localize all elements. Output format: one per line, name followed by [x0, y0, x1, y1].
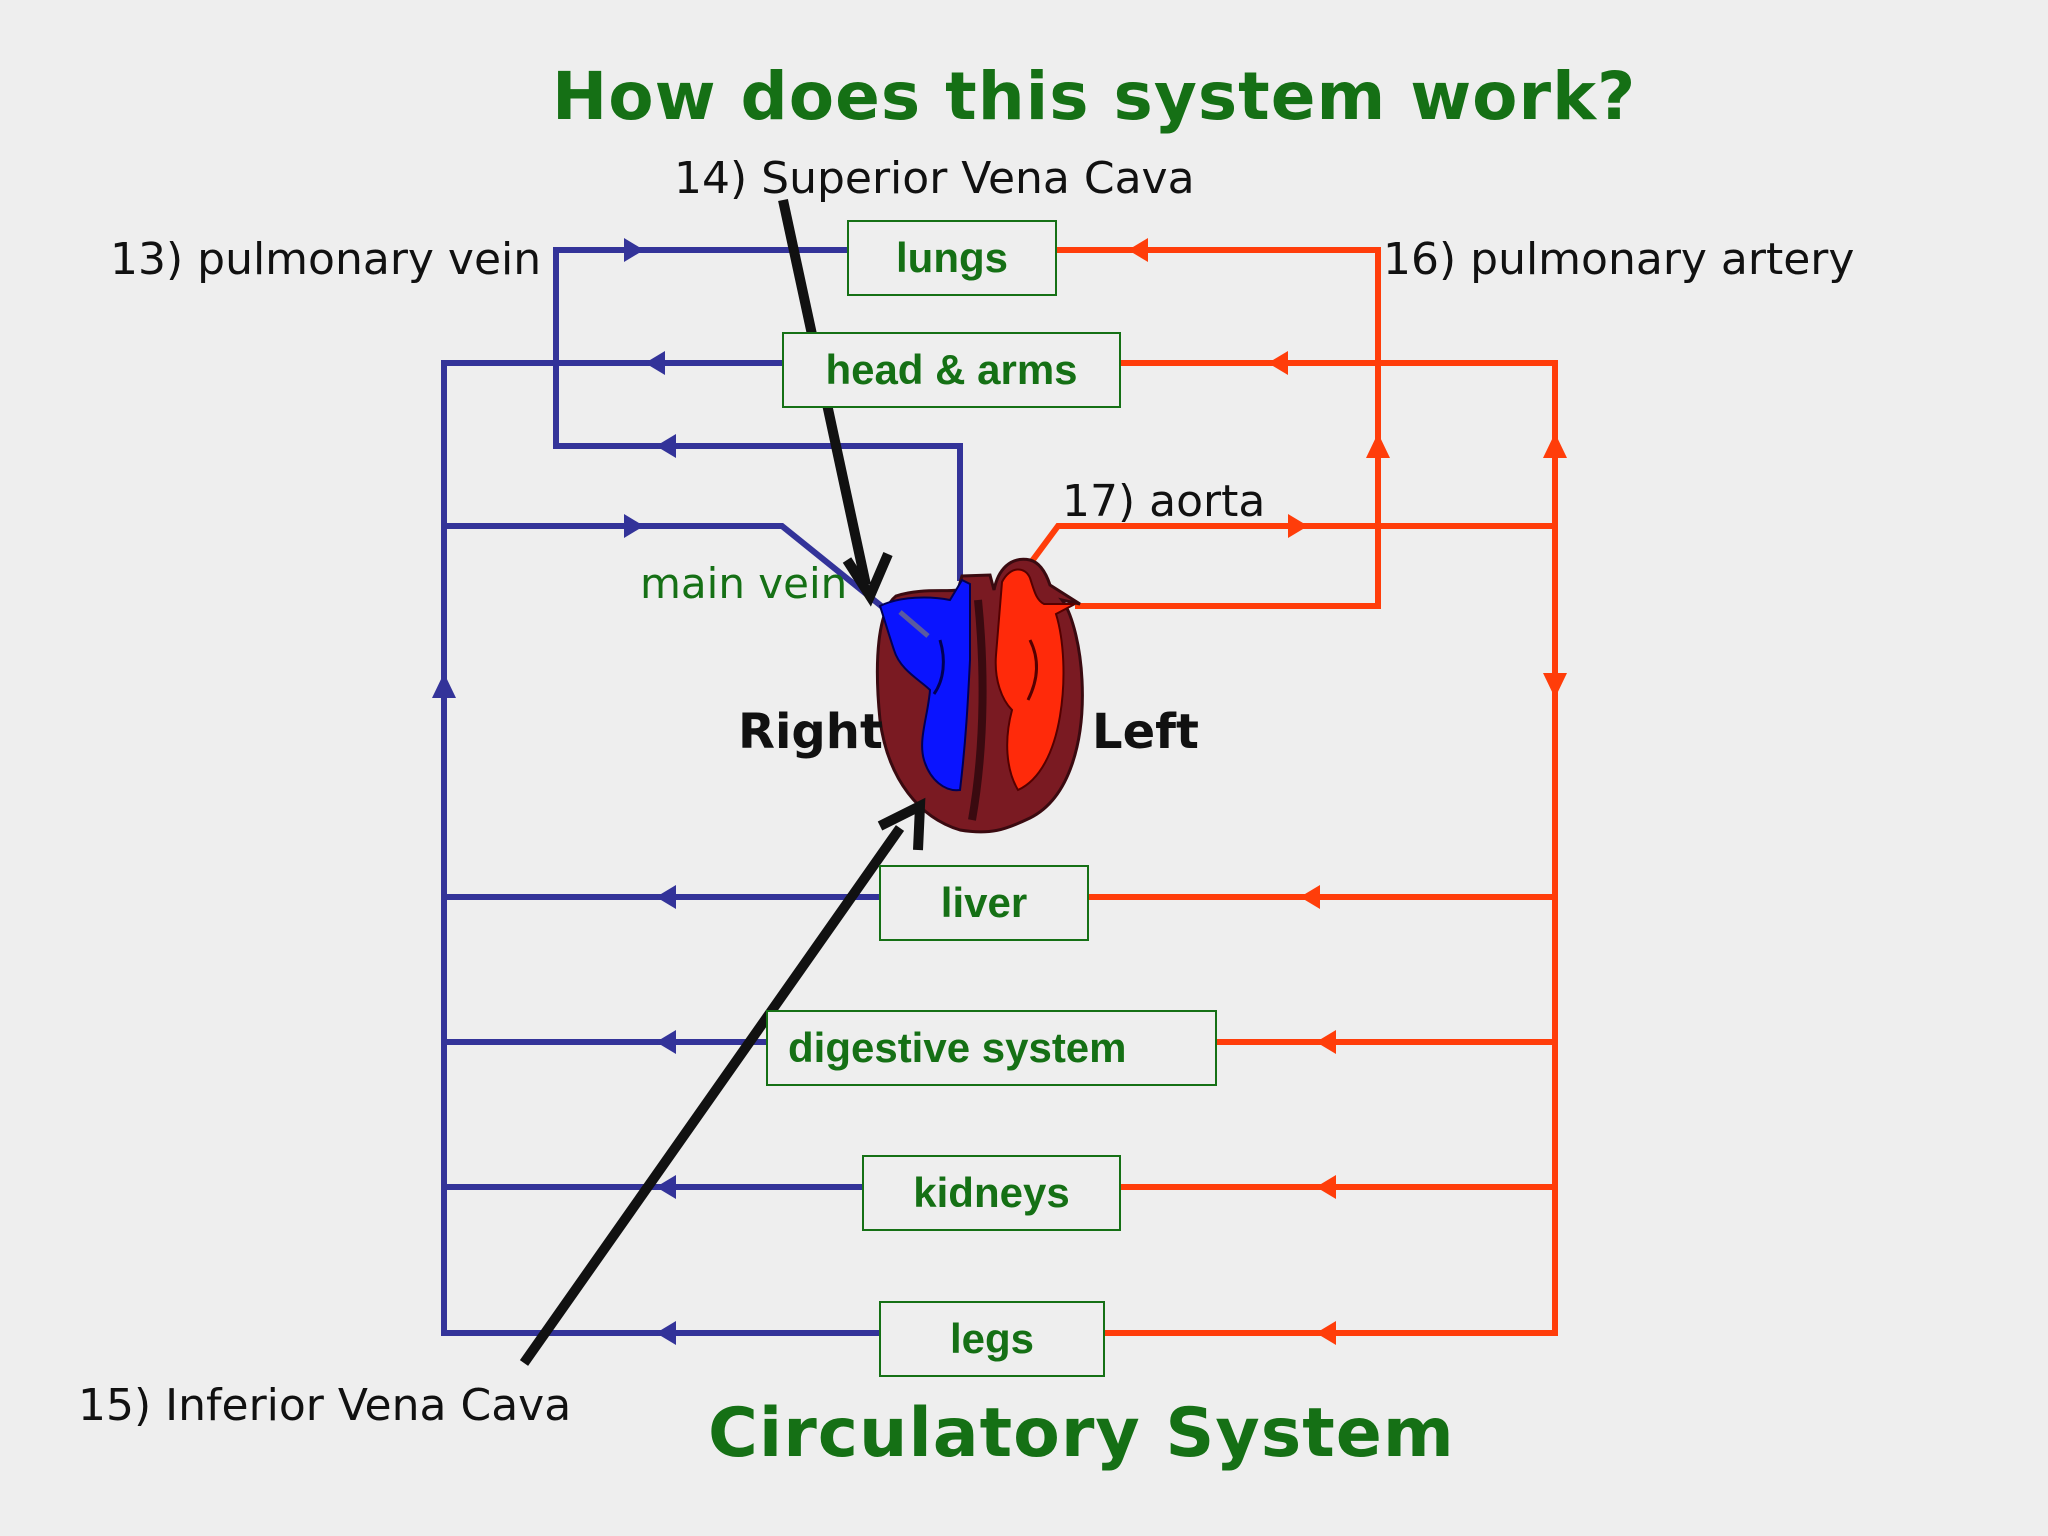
page-title: How does this system work? — [552, 58, 1637, 135]
organ-kidneys: kidneys — [862, 1155, 1121, 1231]
organ-kidneys-label: kidneys — [913, 1169, 1070, 1216]
vein-arrow-left — [656, 434, 676, 458]
artery-arrow-left — [1316, 1030, 1336, 1054]
artery-arrow-up — [1543, 433, 1567, 458]
artery-lines — [1013, 247, 1558, 1336]
organ-legs-label: legs — [949, 1315, 1035, 1362]
organ-head-arms: head & arms — [782, 332, 1121, 408]
label-aorta: 17) aorta — [1062, 476, 1266, 527]
vein-arrow-left — [656, 885, 676, 909]
artery-arrows — [1128, 238, 1567, 1345]
organ-liver: liver — [879, 865, 1089, 941]
ivc-pointer-line — [519, 825, 905, 1366]
footer-title: Circulatory System — [708, 1394, 1455, 1473]
artery-arrow-up — [1366, 433, 1390, 458]
label-pulmonary-vein: 13) pulmonary vein — [110, 234, 542, 285]
artery-arrow-left — [1316, 1175, 1336, 1199]
organ-lungs-label: lungs — [896, 234, 1008, 281]
label-left: Left — [1092, 704, 1199, 760]
organ-digestive-system: digestive system — [766, 1010, 1217, 1086]
vein-arrow-right — [624, 238, 644, 262]
artery-pulmonary-line — [1053, 247, 1381, 609]
vein-arrow-left — [656, 1321, 676, 1345]
svc-pointer-head — [842, 552, 893, 607]
vein-main-line — [441, 523, 885, 610]
label-superior-vena-cava: 14) Superior Vena Cava — [674, 153, 1195, 204]
organ-legs: legs — [879, 1301, 1105, 1377]
heart-valve-right — [932, 639, 945, 695]
artery-arrow-left — [1300, 885, 1320, 909]
vein-arrow-left — [656, 1030, 676, 1054]
vein-arrow-left — [645, 351, 665, 375]
label-inferior-vena-cava: 15) Inferior Vena Cava — [78, 1380, 572, 1431]
artery-arrow-right — [1288, 514, 1308, 538]
label-right: Right — [738, 704, 883, 760]
vein-arrows — [432, 238, 676, 1345]
label-main-vein: main vein — [640, 559, 848, 608]
heart-illustration — [875, 557, 1084, 834]
heart-valve-left — [1026, 639, 1039, 701]
vein-arrow-up — [432, 673, 456, 698]
artery-arrow-left — [1128, 238, 1148, 262]
heart-right-chambers — [878, 578, 971, 792]
organ-liver-label: liver — [940, 879, 1028, 926]
heart-inlet-line — [898, 610, 930, 638]
heart-septum — [968, 599, 987, 821]
label-pulmonary-artery: 16) pulmonary artery — [1383, 234, 1855, 285]
artery-aorta-line — [1013, 523, 1558, 585]
vein-pulmonary-line — [553, 247, 963, 581]
artery-arrow-left — [1316, 1321, 1336, 1345]
organ-digestive-label: digestive system — [788, 1024, 1127, 1071]
organ-head-arms-label: head & arms — [825, 346, 1078, 393]
vein-arrow-right — [624, 514, 644, 538]
organ-lungs: lungs — [847, 220, 1057, 296]
artery-arrow-left — [1268, 351, 1288, 375]
vein-arrow-left — [656, 1175, 676, 1199]
artery-arrow-down — [1543, 673, 1567, 698]
ivc-pointer-head — [877, 797, 926, 851]
